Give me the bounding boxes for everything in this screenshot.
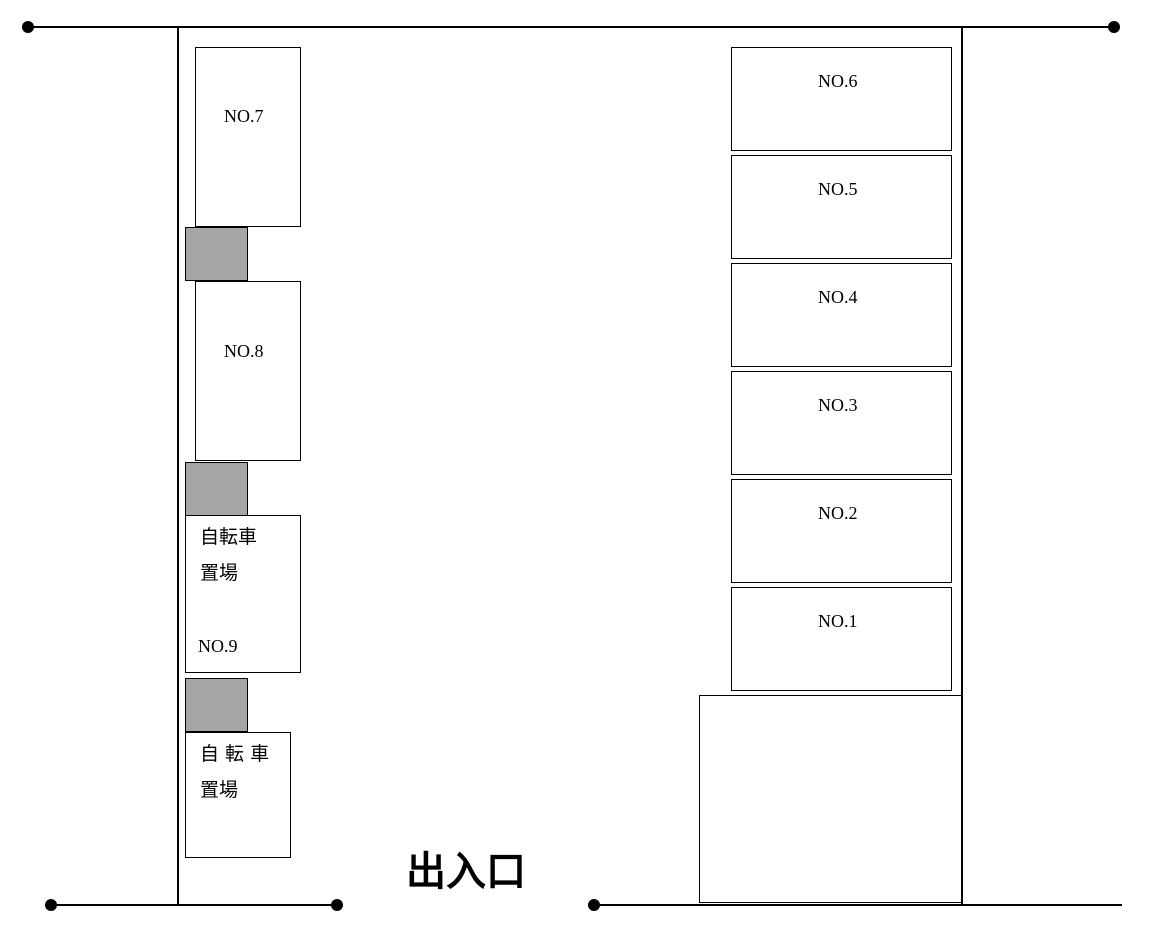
right-vertical-line (961, 27, 963, 905)
parking-space-9: 自転車 置場 NO.9 (185, 515, 301, 673)
parking-space-4: NO.4 (731, 263, 952, 367)
top-right-endpoint (1108, 21, 1120, 33)
left-vertical-line (177, 27, 179, 905)
bicycle-parking-area: 自 転 車 置場 (185, 732, 291, 858)
bottom-right-boundary-line (594, 904, 1122, 906)
shaded-block-1 (185, 227, 248, 281)
bicycle-parking-note-line2: 置場 (200, 562, 239, 584)
parking-space-8: NO.8 (195, 281, 301, 461)
bicycle-area-note-line2: 置場 (200, 779, 239, 801)
shaded-block-2 (185, 462, 248, 516)
bottom-left-end-endpoint (331, 899, 343, 911)
bicycle-parking-note-line1: 自転車 (200, 526, 258, 548)
shaded-block-3 (185, 678, 248, 732)
parking-space-3: NO.3 (731, 371, 952, 475)
parking-space-9-label: NO.9 (198, 636, 238, 656)
parking-space-1: NO.1 (731, 587, 952, 691)
bottom-left-boundary-line (50, 904, 338, 906)
parking-space-4-label: NO.4 (818, 287, 858, 307)
parking-space-5: NO.5 (731, 155, 952, 259)
parking-space-2: NO.2 (731, 479, 952, 583)
parking-space-6-label: NO.6 (818, 71, 858, 91)
building-block (699, 695, 962, 903)
parking-space-5-label: NO.5 (818, 179, 858, 199)
parking-space-7-label: NO.7 (224, 106, 264, 126)
parking-space-6: NO.6 (731, 47, 952, 151)
parking-space-8-label: NO.8 (224, 341, 264, 361)
parking-space-7: NO.7 (195, 47, 301, 227)
bicycle-area-note-line1: 自 転 車 (200, 743, 270, 765)
top-left-endpoint (22, 21, 34, 33)
parking-space-1-label: NO.1 (818, 611, 858, 631)
bottom-left-start-endpoint (45, 899, 57, 911)
entrance-label: 出入口 (406, 848, 526, 895)
bottom-right-start-endpoint (588, 899, 600, 911)
parking-space-2-label: NO.2 (818, 503, 858, 523)
top-boundary-line (28, 26, 1116, 28)
parking-space-3-label: NO.3 (818, 395, 858, 415)
